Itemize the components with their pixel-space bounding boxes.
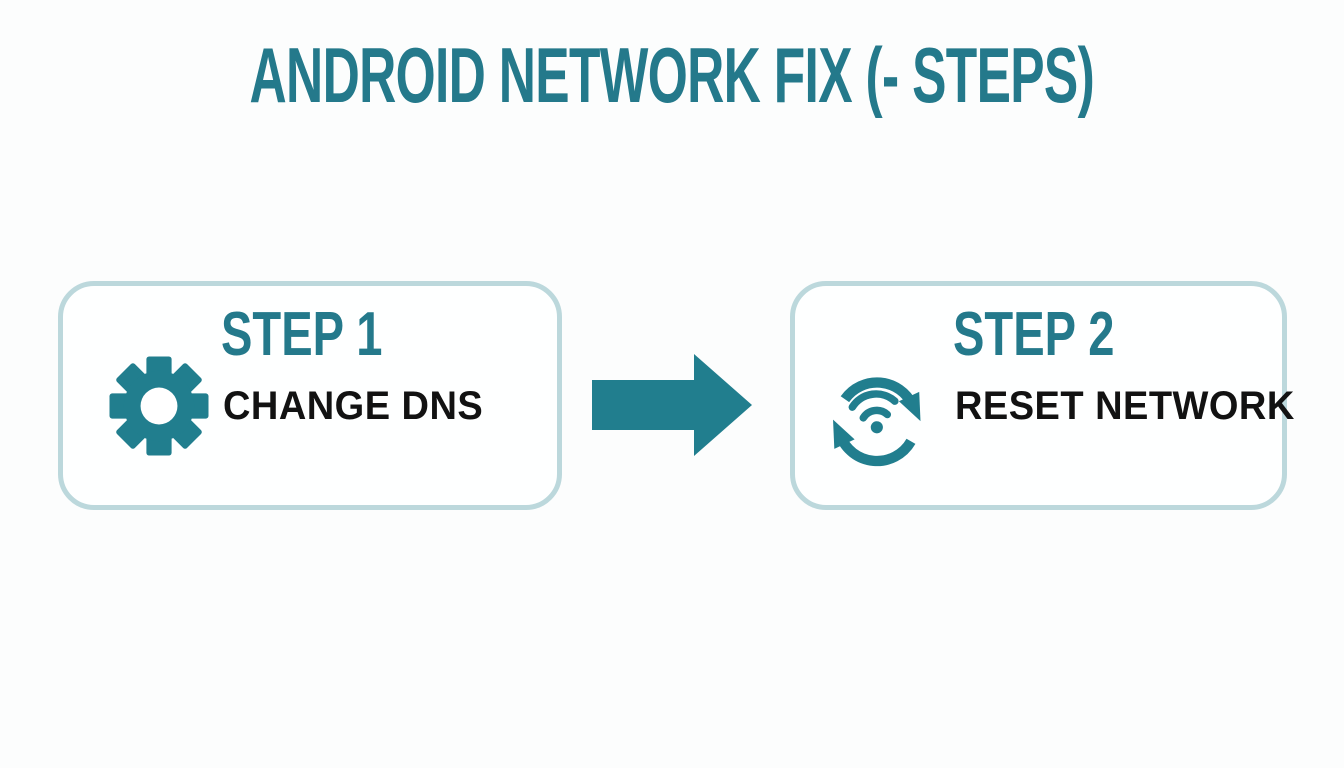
step-card-2: STEP 2 RESET NETWORK (790, 281, 1294, 510)
wifi-reset-icon (821, 362, 933, 474)
step-card-1: STEP 1 CHANGE DNS (58, 281, 562, 510)
header: ANDROID NETWORK FIX (- STEPS) (0, 36, 1344, 114)
step-heading: STEP 2 (953, 300, 1115, 369)
page-title: ANDROID NETWORK FIX (- STEPS) (249, 31, 1095, 119)
step-label: CHANGE DNS (223, 384, 484, 428)
step-label: RESET NETWORK (955, 384, 1295, 428)
gear-icon (105, 352, 213, 460)
arrow-right-icon (592, 353, 754, 457)
step-heading: STEP 1 (221, 300, 383, 369)
